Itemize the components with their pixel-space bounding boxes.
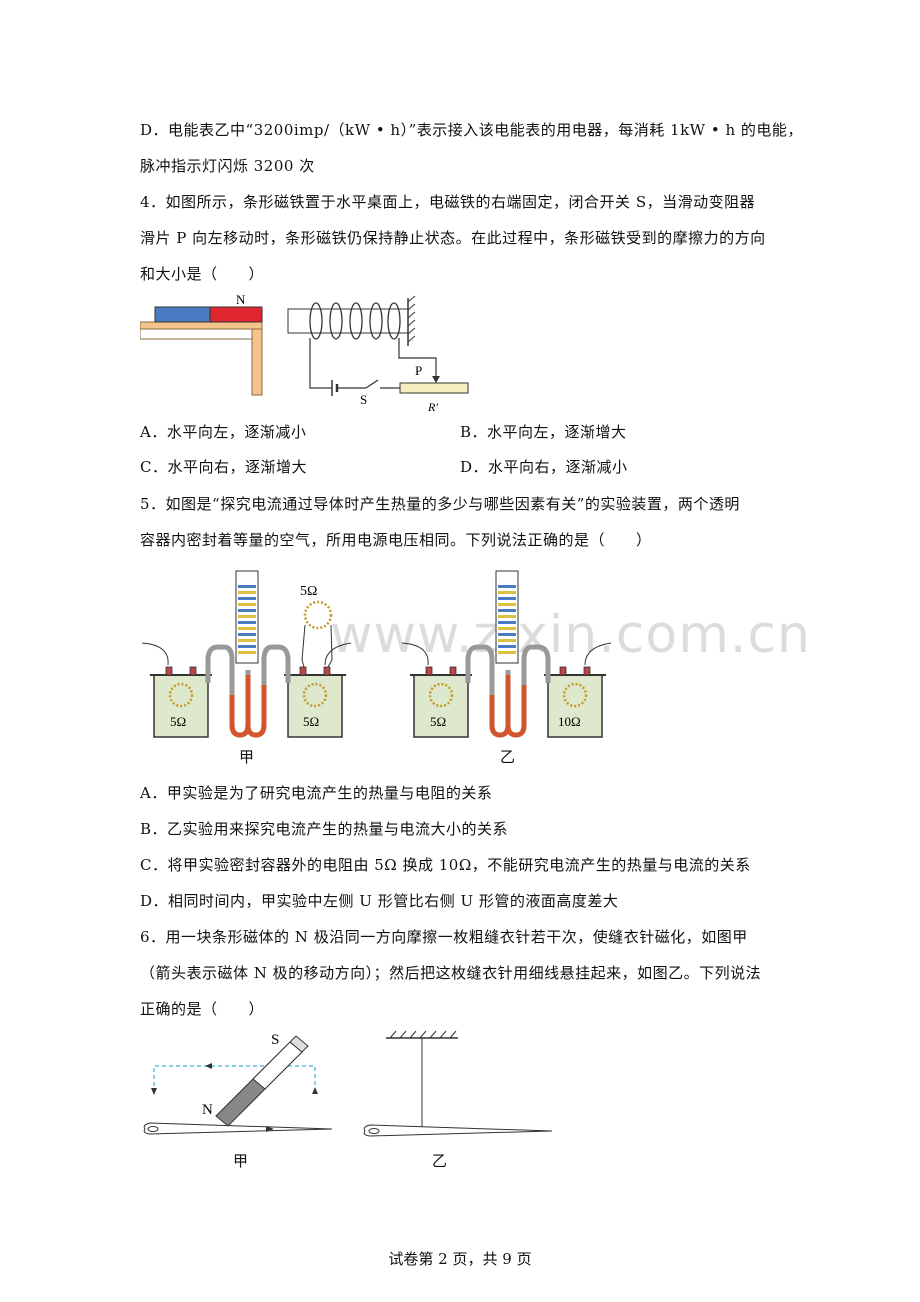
label-5ohm-top: 5Ω xyxy=(300,584,317,599)
label-5ohm-left: 5Ω xyxy=(430,714,446,729)
q5-option-c: C．将甲实验密封容器外的电阻由 5Ω 换成 10Ω，不能研究电流产生的热量与电流… xyxy=(140,856,751,874)
label-r: R′ xyxy=(427,400,438,414)
q4-stem-line3: 和大小是（ ） xyxy=(140,265,265,283)
resistor-coil-left xyxy=(168,682,194,708)
u-tube-right xyxy=(515,644,551,738)
resistor-coil-right xyxy=(302,682,328,708)
wall-hatch xyxy=(407,295,416,343)
bar-magnet xyxy=(215,1035,309,1127)
q5-stem-line1: 5．如图是“探究电流通过导体时产生热量的多少与哪些因素有关”的实验装置，两个透明 xyxy=(140,495,740,513)
label-5ohm-right: 5Ω xyxy=(303,714,319,729)
watermark: www.zixin.com.cn xyxy=(330,605,811,665)
scale-stripes xyxy=(238,585,256,654)
q4-stem-line2: 滑片 P 向左移动时，条形磁铁仍保持静止状态。在此过程中，条形磁铁受到的摩擦力的… xyxy=(140,229,766,247)
label-s: S xyxy=(271,1032,279,1048)
q5-option-a: A．甲实验是为了研究电流产生的热量与电阻的关系 xyxy=(140,784,493,802)
motion-path xyxy=(153,1065,316,1093)
wire-left xyxy=(309,338,318,389)
needle xyxy=(363,1124,553,1137)
table-rail xyxy=(140,328,253,340)
label-n: N xyxy=(202,1102,213,1118)
label-n: N xyxy=(236,292,246,307)
resistor-coil-left xyxy=(428,682,454,708)
needle xyxy=(143,1122,333,1135)
slider-arrow xyxy=(432,376,440,383)
q4-option-a: A．水平向左，逐渐减小 xyxy=(140,423,307,441)
resistor-coil-outer xyxy=(303,600,333,630)
q4-option-c: C．水平向右，逐渐增大 xyxy=(140,458,307,476)
q5-caption-jia: 甲 xyxy=(239,748,255,766)
q6-caption-jia: 甲 xyxy=(233,1152,249,1170)
q5-figure-jia: 5Ω 5Ω 5Ω xyxy=(141,570,352,738)
switch xyxy=(365,379,379,389)
container-right xyxy=(547,674,603,738)
magnet-south xyxy=(154,306,211,323)
q4-figure: N P S R′ xyxy=(140,292,469,414)
q5-figure-yi: 5Ω 10Ω xyxy=(401,570,612,738)
q5-option-d: D．相同时间内，甲实验中左侧 U 形管比右侧 U 形管的液面高度差大 xyxy=(140,892,619,910)
magnet-north xyxy=(209,306,263,323)
label-5ohm-left: 5Ω xyxy=(170,714,186,729)
q6-figure-yi xyxy=(363,1030,553,1137)
label-p: P xyxy=(415,363,422,378)
q4-option-d: D．水平向右，逐渐减小 xyxy=(460,458,628,476)
q6-stem-line1: 6．用一块条形磁体的 N 极沿同一方向摩擦一枚粗缝衣针若干次，使缝衣针磁化，如图… xyxy=(140,928,748,946)
u-tube-right xyxy=(255,644,291,738)
q5-stem-line2: 容器内密封着等量的空气，所用电源电压相同。下列说法正确的是（ ） xyxy=(140,531,652,549)
q6-stem-line2: （箭头表示磁体 N 极的移动方向）；然后把这枚缝衣针用细线悬挂起来，如图乙。下列… xyxy=(140,964,762,982)
scale-stripes xyxy=(498,585,516,654)
q5-caption-yi: 乙 xyxy=(500,748,516,766)
q6-caption-yi: 乙 xyxy=(432,1152,448,1170)
page-footer: 试卷第 2 页，共 9 页 xyxy=(388,1250,532,1268)
wire-slider xyxy=(398,338,437,380)
iron-core xyxy=(287,308,409,334)
q6-stem-line3: 正确的是（ ） xyxy=(140,1000,265,1018)
q4-stem-line1: 4．如图所示，条形磁铁置于水平桌面上，电磁铁的右端固定，闭合开关 S，当滑动变阻… xyxy=(140,193,756,211)
resistor-coil-right xyxy=(562,682,588,708)
q3-option-d-line2: 脉冲指示灯闪烁 3200 次 xyxy=(140,157,315,175)
q4-option-b: B．水平向左，逐渐增大 xyxy=(460,423,627,441)
q5-option-b: B．乙实验用来探究电流产生的热量与电流大小的关系 xyxy=(140,820,509,838)
label-10ohm-right: 10Ω xyxy=(558,714,581,729)
table-top xyxy=(140,321,263,330)
rheostat xyxy=(399,382,469,394)
q3-option-d-line1: D．电能表乙中“3200imp/（kW • h）”表示接入该电能表的用电器，每消… xyxy=(140,121,803,139)
label-s: S xyxy=(360,392,367,407)
ceiling-hatch xyxy=(389,1030,457,1039)
table-leg xyxy=(251,328,263,396)
q6-figure-jia: S N xyxy=(143,1032,333,1135)
coil xyxy=(309,302,401,340)
